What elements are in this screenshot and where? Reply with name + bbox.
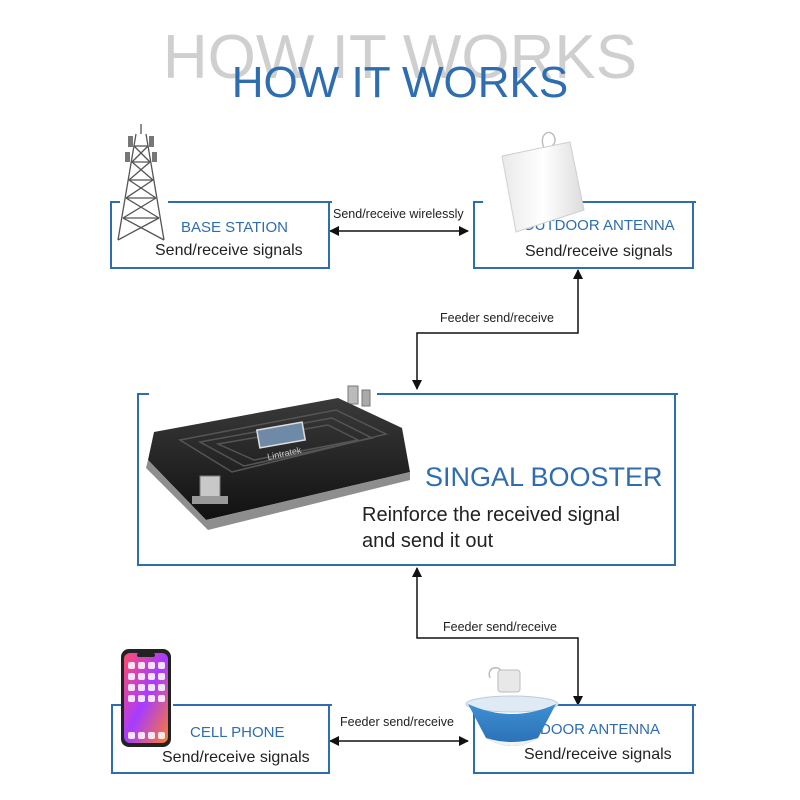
tower-icon <box>110 122 172 244</box>
phone-icon <box>120 648 172 748</box>
base-station-title: BASE STATION <box>181 219 288 236</box>
edge-outdoor-booster <box>417 270 578 389</box>
panel-antenna-icon <box>488 126 588 236</box>
cell-phone-subtitle: Send/receive signals <box>162 749 310 767</box>
edge-label-phone-indoor: Feeder send/receive <box>340 715 454 729</box>
edge-label-wireless: Send/receive wirelessly <box>333 207 464 221</box>
signal-booster-title: SINGAL BOOSTER <box>425 462 663 493</box>
booster-device-icon: Lintratek <box>140 380 430 540</box>
outdoor-antenna-subtitle: Send/receive signals <box>525 243 673 261</box>
edge-label-booster-indoor: Feeder send/receive <box>443 620 557 634</box>
page-title: HOW IT WORKS <box>0 58 800 108</box>
ceiling-antenna-icon <box>462 664 562 754</box>
cell-phone-title: CELL PHONE <box>190 724 284 741</box>
base-station-subtitle: Send/receive signals <box>155 242 303 260</box>
edge-label-outdoor-booster: Feeder send/receive <box>440 311 554 325</box>
